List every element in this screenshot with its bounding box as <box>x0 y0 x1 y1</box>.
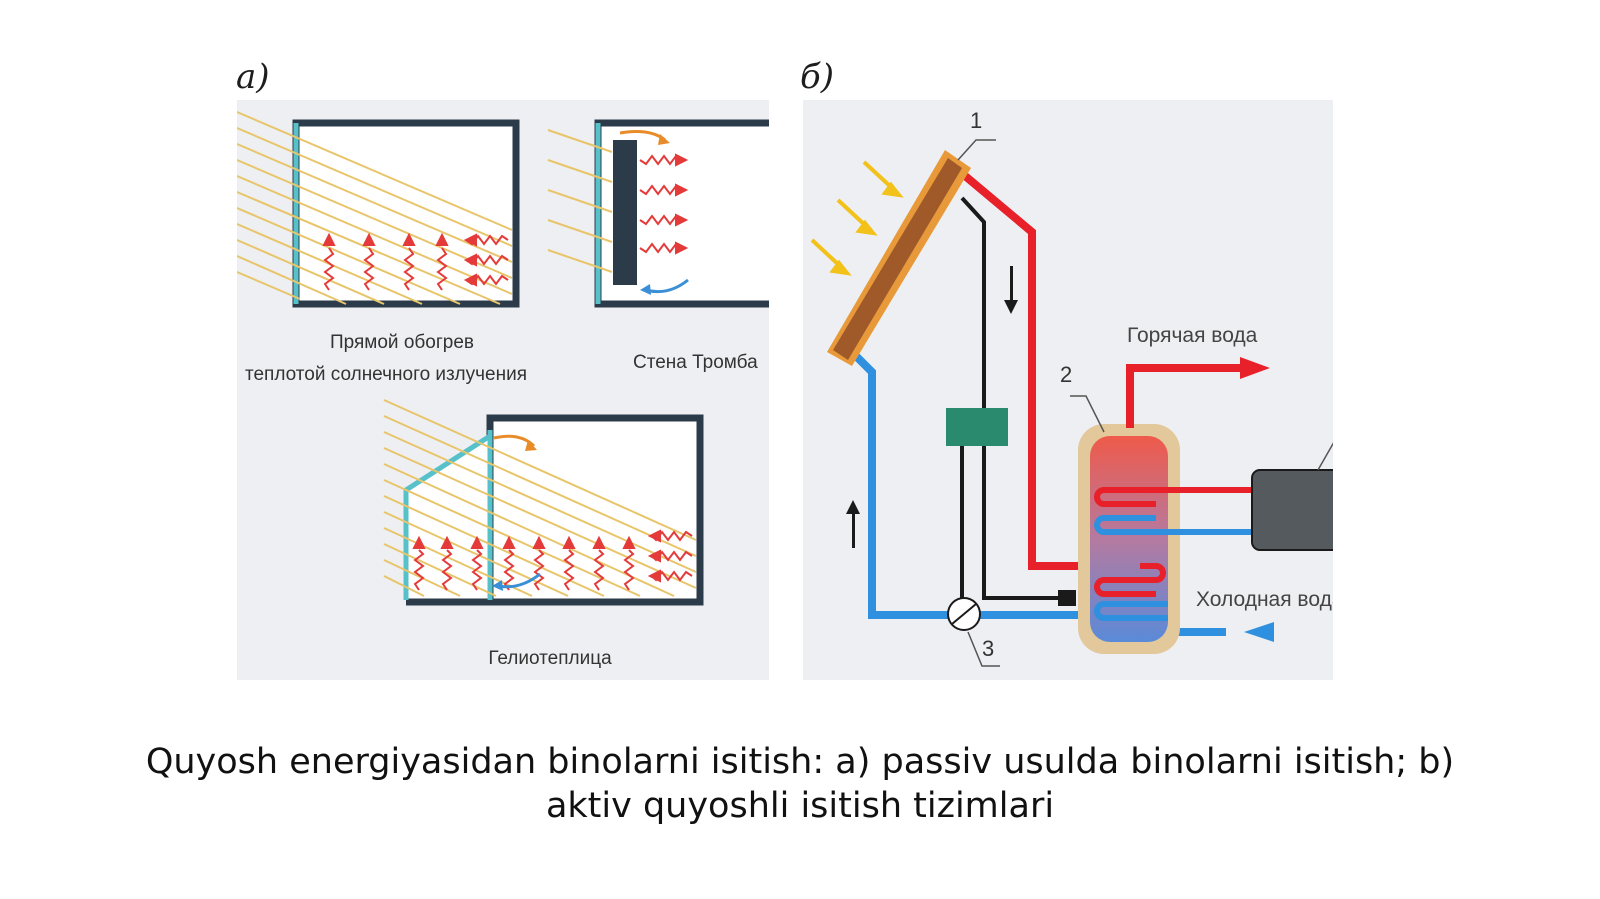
solar-collector <box>827 150 971 366</box>
storage-tank <box>1078 424 1252 654</box>
trombe-wall <box>613 140 637 285</box>
pump-icon <box>947 597 981 631</box>
trombe-wall-building <box>547 119 769 308</box>
hot-water-outlet <box>1126 364 1240 428</box>
auxiliary-heater <box>1251 469 1333 551</box>
heat-wave-icon <box>322 232 509 291</box>
caption-line-2: aktiv quyoshli isitish tizimlari <box>545 786 1055 826</box>
flow-arrow-icon <box>1244 622 1274 642</box>
panel-b-background <box>803 100 1333 680</box>
illustration: а) <box>236 57 1344 680</box>
cold-return-pipe <box>849 349 1168 619</box>
panel-b-label: б) <box>800 57 834 97</box>
heat-wave-icon <box>639 153 689 255</box>
marker-2: 2 <box>1060 362 1072 387</box>
flow-arrow-icon <box>1240 357 1270 379</box>
controller-box <box>946 408 1008 446</box>
flow-arrow-icon <box>493 434 536 448</box>
direct-gain-building <box>237 111 520 308</box>
caption-line-1: Quyosh energiyasidan binolarni isitish: … <box>145 742 1455 782</box>
flow-arrow-icon <box>846 266 1018 548</box>
direct-gain-title-2: теплотой солнечного излучения <box>245 364 527 385</box>
sun-arrow-icon <box>810 160 904 276</box>
marker-3: 3 <box>982 636 994 661</box>
marker-1: 1 <box>970 108 982 133</box>
greenhouse-building <box>383 399 704 606</box>
greenhouse-title: Гелиотеплица <box>488 648 612 669</box>
hot-water-label: Горячая вода <box>1127 324 1258 347</box>
trombe-wall-title: Стена Тромба <box>633 352 758 373</box>
cold-water-label: Холодная вода <box>1196 588 1344 611</box>
heat-wave-icon <box>412 529 693 591</box>
direct-gain-title-1: Прямой обогрев <box>330 332 474 353</box>
sun-ray-lines <box>237 111 513 305</box>
panel-a-label: а) <box>236 57 270 97</box>
panel-a: а) <box>236 57 769 680</box>
panel-b: б) <box>800 57 1344 680</box>
figure-caption: Quyosh energiyasidan binolarni isitish: … <box>80 740 1520 828</box>
